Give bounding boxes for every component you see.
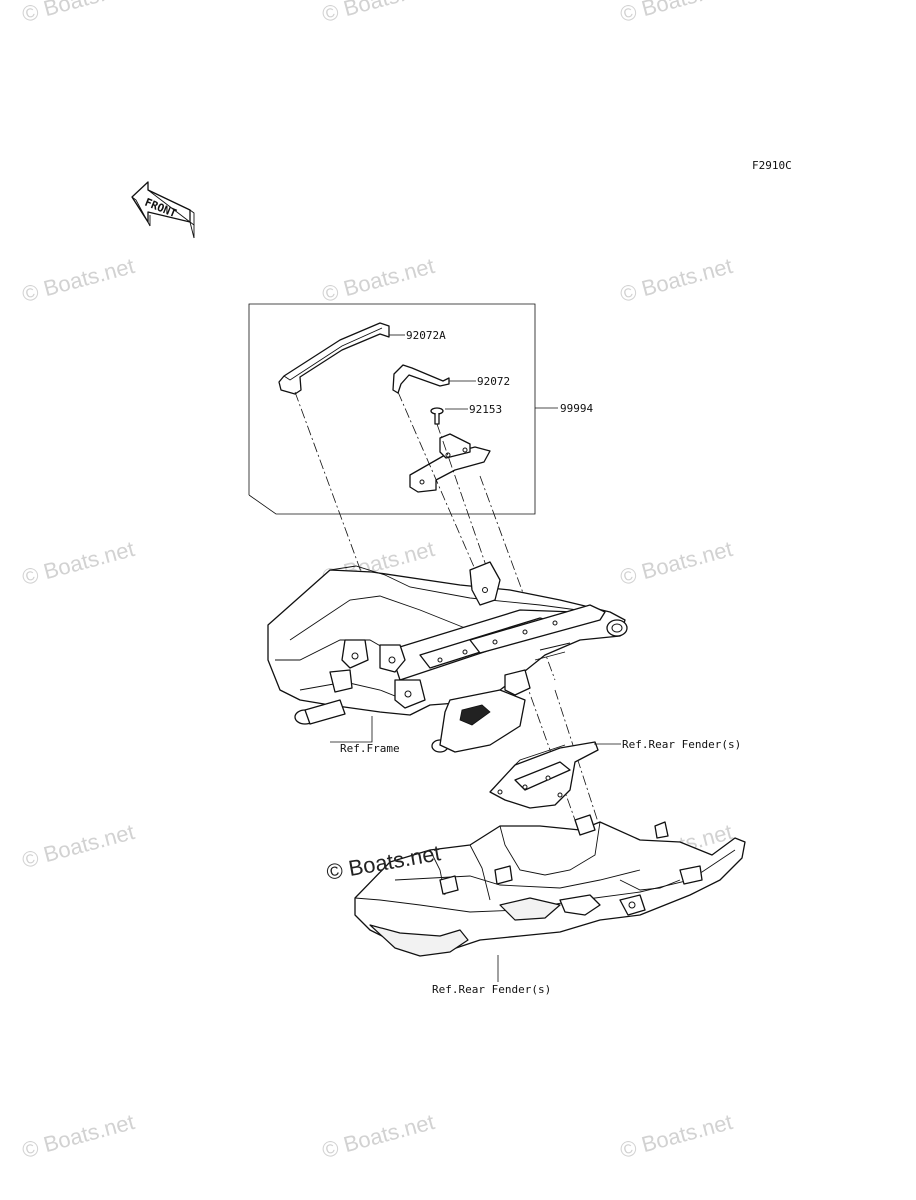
mounting-bracket[interactable] — [409, 433, 491, 493]
ref-frame: Ref.Frame — [330, 716, 400, 755]
front-arrow-icon: FRONT — [131, 181, 195, 239]
kit-box — [248, 303, 558, 515]
part-label-92072: 92072 — [477, 375, 510, 388]
rear-frame — [267, 561, 628, 753]
ref-frame-label: Ref.Frame — [340, 742, 400, 755]
part-92153[interactable]: 92153 — [430, 403, 502, 425]
figure-code: F2910C — [752, 159, 792, 172]
ref-rear-fender-lower-label: Ref.Rear Fender(s) — [432, 983, 551, 996]
part-92072a[interactable]: 92072A — [278, 322, 446, 395]
ref-rear-fender-lower: Ref.Rear Fender(s) — [432, 955, 551, 996]
ref-rear-fender-upper: Ref.Rear Fender(s) — [594, 738, 741, 751]
part-label-92072a: 92072A — [406, 329, 446, 342]
part-92072[interactable]: 92072 — [392, 364, 510, 394]
ref-rear-fender-upper-label: Ref.Rear Fender(s) — [622, 738, 741, 751]
part-label-92153: 92153 — [469, 403, 502, 416]
fender-bracket[interactable] — [489, 741, 599, 809]
kit-label: 99994 — [560, 402, 593, 415]
rear-fender — [354, 814, 746, 957]
